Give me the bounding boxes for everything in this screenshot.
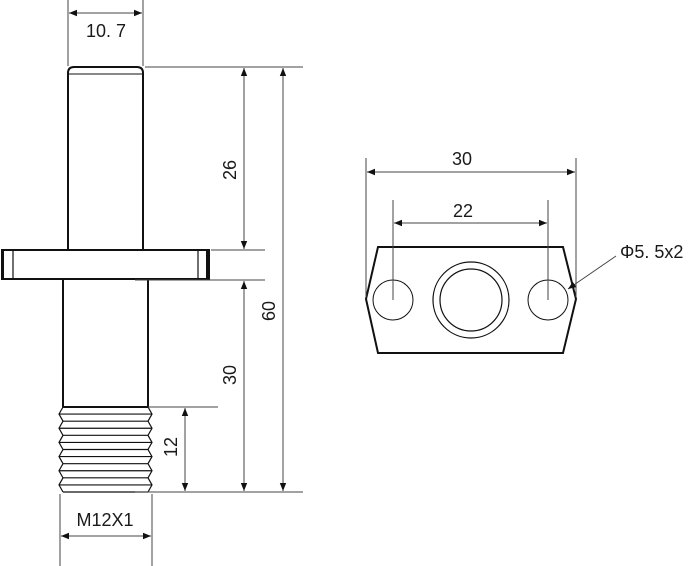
label-plate-width: 30 [452,149,472,169]
label-upper-length: 26 [220,160,240,180]
thread [58,406,153,493]
label-thread-spec: M12X1 [76,510,133,530]
side-view-dimensions [59,0,303,566]
label-total-length: 60 [259,301,279,321]
label-hole-callout: Φ5. 5x2 [620,242,683,262]
lower-shaft [62,279,149,407]
center-boss-outer [432,261,510,339]
top-view-part [364,246,578,354]
label-lower-length: 30 [220,365,240,385]
label-shaft-diameter: 10. 7 [86,21,126,41]
label-hole-spacing: 22 [453,201,473,221]
thread-profile [147,406,153,493]
hole-callout-leader [567,255,617,290]
mounting-plate [364,246,578,354]
center-boss-inner [439,268,503,332]
thread-profile [58,406,64,493]
label-thread-length: 12 [161,437,181,457]
collar [1,249,210,280]
top-view-dimensions [365,158,617,300]
upper-shaft [67,66,144,250]
side-view-part [1,66,210,493]
